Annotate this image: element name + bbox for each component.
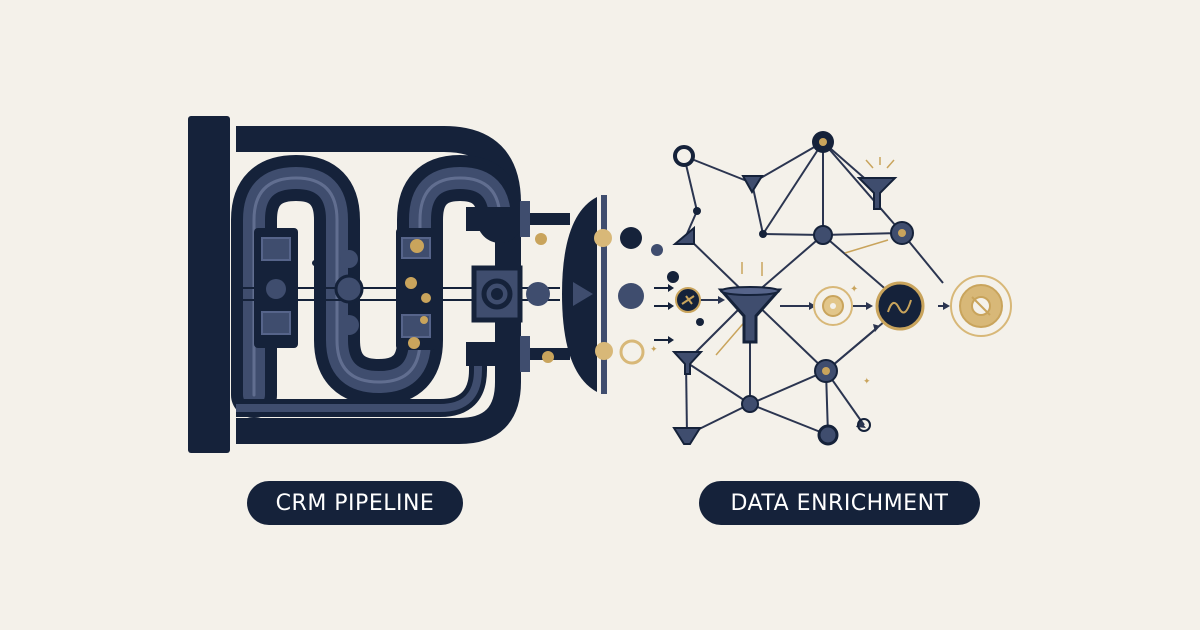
funnel-icon-top-right [856,177,898,210]
half-gold-top [594,229,612,247]
node-cycle [857,418,871,432]
gold-particle-a [410,239,424,253]
middle-chamber-dot-3 [339,315,359,335]
left-chamber-window-top [261,237,291,261]
node-ring-start [673,145,695,167]
half-gold-bottom [595,342,613,360]
node-center [813,225,833,245]
middle-chamber-dot-5 [319,307,325,313]
right-chamber-gold-1 [405,277,417,289]
crm-pipeline-label: CRM PIPELINE [247,481,463,525]
sparkle-1: ✦ [850,284,858,295]
funnel-icon-center-rim [720,286,780,296]
node-dark-small [693,207,701,215]
machine-back-plate [188,116,230,453]
node-bottom-mid [741,395,759,413]
output-dot [526,282,550,306]
particle-dark-3 [696,318,704,326]
middle-chamber-dot-1 [340,250,358,268]
sparkle-2: ✦ [863,377,871,387]
node-mid-left [759,230,767,238]
funnel-icon-top [741,175,764,194]
nozzle-arrow [573,282,593,306]
funnel-icon-center [717,288,783,344]
node-bottom-ring [817,424,839,446]
badge-processor-glyph [887,299,912,314]
badge-input-glyph [681,295,695,305]
gold-dot-connector-1 [535,233,547,245]
left-chamber-dot [266,279,286,299]
funnel-icons [671,175,898,445]
node-bottom-right-core [822,367,830,375]
connector-top-collar [520,201,530,237]
node-right-gold-core [898,229,906,237]
outlet-valve-core [491,288,503,300]
node-top-gold-core [819,138,827,146]
flow-arrow-1-head [668,284,674,292]
left-chamber-window-bottom [261,311,291,335]
target-icon-needle [971,296,991,316]
particle-gold-ring [619,339,645,365]
badge-processor [875,281,925,331]
target-icon-outer [950,275,1012,337]
gold-particle-b [420,316,428,324]
right-chamber-gold-2 [421,293,431,303]
funnel-icon-bottom [672,427,702,445]
particle-dark-2 [667,271,679,283]
particle-slate-2 [618,283,644,309]
funnel-icon-left [672,225,695,245]
outlet-valve-ring [481,278,513,310]
lower-return-pipe-core [236,350,482,412]
gold-particle-c [408,337,420,349]
transition-particles [594,227,704,365]
gold-dot-connector-2 [542,351,554,363]
badge-gold-dot [830,303,836,309]
middle-chamber-dot-4 [312,260,318,266]
pipe-machine-group [188,116,607,453]
particle-slate-1 [651,244,663,256]
middle-chamber-dot-2 [334,274,364,304]
connector-bottom [466,342,526,366]
flow-arrow-2-head [668,302,674,310]
enrichment-badges: ✦ ✦ ✦ [650,275,1012,387]
connector-top [466,207,526,231]
connector-side-top [530,213,570,225]
connector-bottom-collar [520,336,530,372]
data-enrichment-label: DATA ENRICHMENT [699,481,980,525]
network-nodes [673,131,914,446]
funnel-icon-lower-left [671,351,704,375]
serpentine-pipe-highlight [252,176,502,397]
particle-dark-1 [620,227,642,249]
sparkle-3: ✦ [650,345,658,355]
flow-arrow-3-head [668,336,674,344]
